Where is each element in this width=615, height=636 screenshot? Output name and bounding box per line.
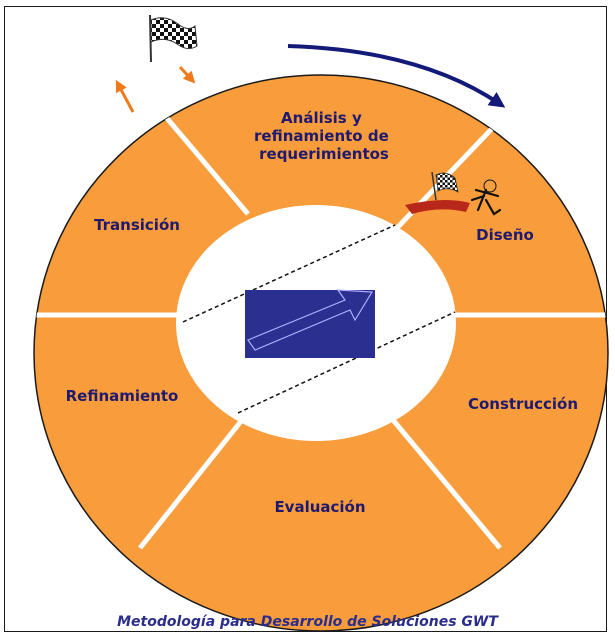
- segment-label-analysis: Análisis y refinamiento de requerimiento…: [254, 109, 394, 163]
- diagram-caption: Metodología para Desarrollo de Solucione…: [117, 614, 498, 630]
- segment-label-refinement: Refinamiento: [66, 387, 179, 405]
- orange-arrow-in: [178, 65, 196, 84]
- forward-arrow-icon: [245, 289, 375, 358]
- dashed-path-lower: [237, 311, 456, 414]
- segment-label-design: Diseño: [476, 226, 534, 244]
- orange-arrow-out: [115, 79, 135, 113]
- dashed-path-upper: [182, 224, 396, 323]
- segment-label-construction: Construcción: [468, 395, 578, 413]
- runner-with-flag-icon: [405, 171, 502, 216]
- segment-label-transition: Transición: [94, 216, 180, 234]
- segment-label-evaluation: Evaluación: [274, 498, 365, 516]
- progress-arrow: [287, 44, 506, 108]
- checkered-flag-icon: [149, 14, 198, 63]
